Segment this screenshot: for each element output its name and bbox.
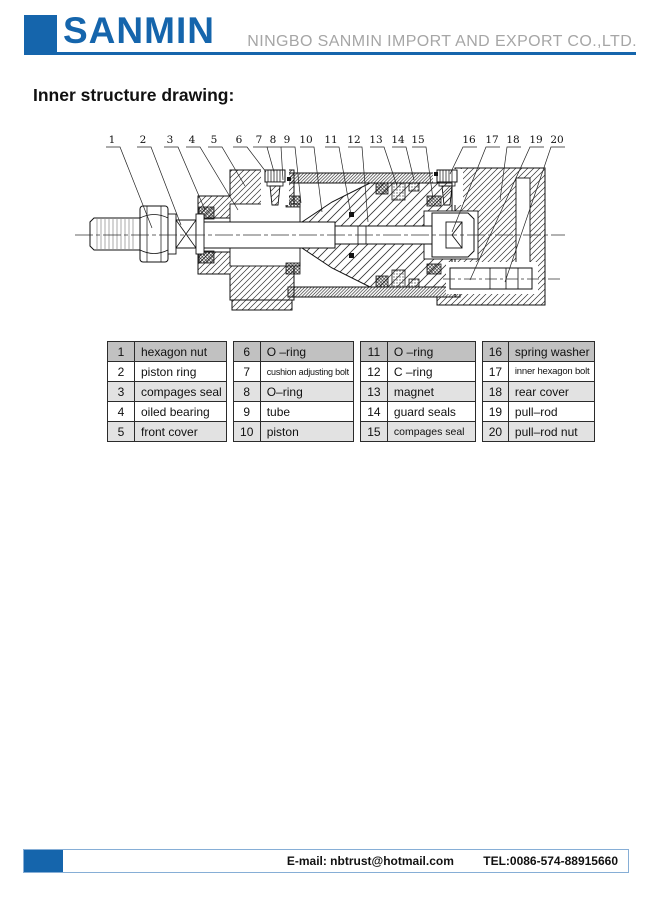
callout-12: 12 <box>347 134 360 146</box>
callout-17: 17 <box>485 134 498 146</box>
part-number: 13 <box>359 381 388 402</box>
part-number: 19 <box>481 401 509 422</box>
parts-table-group-4: 16 spring washer 17 inner hexagon bolt 1… <box>481 341 595 442</box>
callout-18: 18 <box>506 134 519 146</box>
part-number: 20 <box>481 421 509 442</box>
cylinder-body <box>75 167 565 311</box>
callout-11: 11 <box>324 134 337 146</box>
part-name: compages seal <box>134 381 227 402</box>
footer-blue-block <box>24 850 63 872</box>
callout-8: 8 <box>270 134 277 146</box>
callout-4: 4 <box>189 134 196 146</box>
logo-square <box>24 15 57 52</box>
part-number: 10 <box>232 421 261 442</box>
parts-table-group-1: 1 hexagon nut 2 piston ring 3 compages s… <box>107 341 227 442</box>
part-number: 7 <box>232 361 261 382</box>
part-number: 2 <box>107 361 135 382</box>
callout-1: 1 <box>109 134 116 146</box>
callout-13: 13 <box>369 134 382 146</box>
callout-leader-lines <box>106 146 565 283</box>
logo-text: SANMIN <box>63 10 215 51</box>
part-name: rear cover <box>507 381 595 402</box>
part-name: O–ring <box>259 381 354 402</box>
part-name: pull–rod <box>507 401 595 422</box>
callout-2: 2 <box>140 134 147 146</box>
part-name: C –ring <box>386 361 476 382</box>
callout-16: 16 <box>462 134 476 146</box>
callout-7: 7 <box>256 134 263 146</box>
page-title: Inner structure drawing: <box>33 85 235 105</box>
part-number: 1 <box>107 341 135 362</box>
part-number: 17 <box>481 361 509 382</box>
part-name: front cover <box>134 421 227 442</box>
part-name: compages seal <box>386 421 476 442</box>
part-name: pull–rod nut <box>507 421 595 442</box>
callout-5: 5 <box>211 134 218 146</box>
part-number: 11 <box>359 341 388 362</box>
part-name: inner hexagon bolt <box>507 361 595 382</box>
parts-table-group-2: 6 O –ring 7 cushion adjusting bolt 8 O–r… <box>232 341 354 442</box>
part-number: 8 <box>232 381 261 402</box>
part-name: spring washer <box>507 341 595 362</box>
part-name: piston <box>259 421 354 442</box>
part-number: 16 <box>481 341 509 362</box>
part-number: 18 <box>481 381 509 402</box>
parts-table: 1 hexagon nut 2 piston ring 3 compages s… <box>107 341 595 442</box>
callout-10: 10 <box>299 134 312 146</box>
part-number: 9 <box>232 401 261 422</box>
part-name: cushion adjusting bolt <box>259 361 354 382</box>
part-number: 5 <box>107 421 135 442</box>
callout-numbers: 1 2 3 4 5 6 7 8 9 10 11 12 13 14 15 16 1… <box>109 134 564 146</box>
callout-15: 15 <box>411 134 424 146</box>
callout-19: 19 <box>529 134 542 146</box>
part-number: 4 <box>107 401 135 422</box>
part-name: oiled bearing <box>134 401 227 422</box>
part-number: 15 <box>359 421 388 442</box>
callout-14: 14 <box>391 134 405 146</box>
header-rule <box>24 52 636 55</box>
part-number: 14 <box>359 401 388 422</box>
part-name: O –ring <box>259 341 354 362</box>
callout-3: 3 <box>167 134 174 146</box>
company-name: NINGBO SANMIN IMPORT AND EXPORT CO.,LTD. <box>247 33 637 50</box>
parts-table-group-3: 11 O –ring 12 C –ring 13 magnet 14 guard… <box>359 341 476 442</box>
part-name: hexagon nut <box>134 341 227 362</box>
cylinder-cross-section-drawing: 1 2 3 4 5 6 7 8 9 10 11 12 13 14 15 16 1… <box>75 134 565 311</box>
part-name: magnet <box>386 381 476 402</box>
part-name: guard seals <box>386 401 476 422</box>
part-number: 3 <box>107 381 135 402</box>
part-name: O –ring <box>386 341 476 362</box>
footer-email: E-mail: nbtrust@hotmail.com <box>286 854 454 868</box>
callout-9: 9 <box>284 134 291 146</box>
footer-tel: TEL:0086-574-88915660 <box>483 854 618 868</box>
part-number: 6 <box>232 341 261 362</box>
callout-6: 6 <box>236 134 243 146</box>
footer-contact: E-mail: nbtrust@hotmail.com TEL:0086-574… <box>287 850 618 872</box>
part-number: 12 <box>359 361 388 382</box>
footer-bar: E-mail: nbtrust@hotmail.com TEL:0086-574… <box>23 849 629 873</box>
part-name: piston ring <box>134 361 227 382</box>
callout-20: 20 <box>550 134 563 146</box>
part-name: tube <box>259 401 354 422</box>
